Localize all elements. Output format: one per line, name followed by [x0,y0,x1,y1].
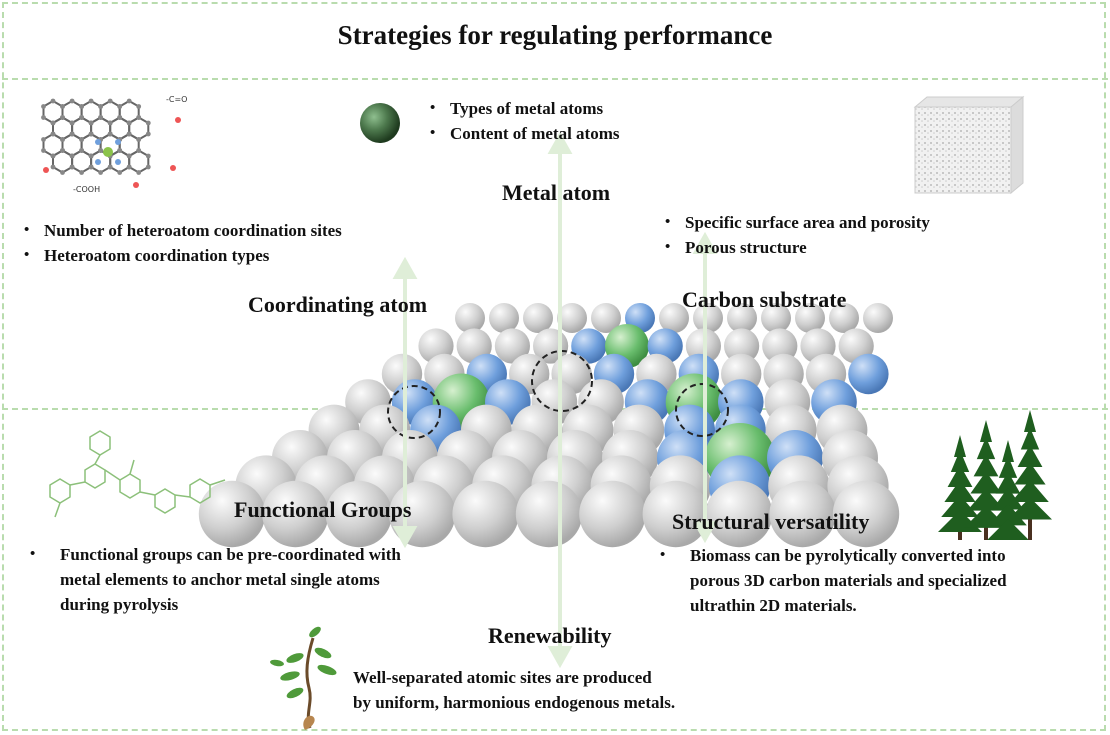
coordinating-atom-label: Coordinating atom [248,292,428,317]
nitrogen-atom [571,328,607,364]
carbon-atom [795,303,825,333]
structural-line: porous 3D carbon materials and specializ… [690,571,1007,590]
functional-groups-label: Functional Groups [234,497,412,522]
renew-line: Well-separated atomic sites are produced [353,668,652,687]
functional-line: during pyrolysis [60,595,179,614]
carbon-atom [706,480,773,548]
renew-line: by uniform, harmonious endogenous metals… [353,693,676,712]
carbon-atom [198,480,266,548]
coord-arrow-up [392,256,418,279]
pine-tree [987,440,1029,540]
renewability-text: Well-separated atomic sites are produced… [353,665,675,715]
functional-line: Functional groups can be pre-coordinated… [60,545,401,564]
carbon-atom [325,480,392,548]
pine-tree [964,420,1008,540]
structural-line: ultrathin 2D materials. [690,596,857,615]
carbon-atom [455,303,485,333]
carbon-atom [515,480,583,548]
carbon-atom [591,303,621,333]
carbon-bullets: Specific surface area and porosity Porou… [665,210,930,260]
pine-tree [1008,410,1052,540]
carbon-atom [557,303,587,333]
organic-molecule-illustration [49,430,226,518]
metal-bullets: Types of metal atoms Content of metal at… [430,96,620,146]
carbon-atom [642,480,709,548]
carbon-atom [832,480,900,548]
metal-atom-label: Metal atom [502,180,611,205]
pine-tree [938,435,982,540]
forest-illustration [938,410,1052,540]
functional-groups-text: • Functional groups can be pre-coordinat… [30,542,401,617]
carbon-atom [452,480,519,548]
structural-line: Biomass can be pyrolytically converted i… [690,546,1006,565]
carbon-atom [693,303,723,333]
carbon-bullet: Specific surface area and porosity [665,210,930,235]
structural-arrow-down [692,521,718,544]
title-divider [2,78,1108,80]
cooh-label: -COOH [73,185,100,194]
carbon-atom [659,303,689,333]
metal-bullet: Types of metal atoms [430,96,620,121]
carbon-atom [829,303,859,333]
renewability-label: Renewability [488,623,612,648]
plant-illustration [270,626,337,730]
metal-bullet: Content of metal atoms [430,121,619,146]
carbon-atom [761,303,791,333]
coord-bullet: Heteroatom coordination types [24,243,342,268]
metal-sphere-icon [360,103,400,143]
carbon-atom [769,480,836,548]
functional-arrow-down [392,526,418,549]
carbon-atom [489,303,519,333]
carbon-bullet: Porous structure [665,235,930,260]
renew-arrow-down [547,646,573,669]
carbon-atom [579,480,646,548]
structural-text: • Biomass can be pyrolytically converted… [630,543,1007,618]
coord-bullets: Number of heteroatom coordination sites … [24,218,342,268]
carbon-atom [724,328,760,364]
co-label: -C=O [166,95,187,104]
coord-bullet: Number of heteroatom coordination sites [24,218,342,243]
graphene-molecule-illustration: -COOH -C=O [41,95,187,194]
carbon-atom [494,328,530,364]
nitrogen-atom [848,353,889,395]
coordination-site-ring [387,385,441,439]
functional-line: metal elements to anchor metal single at… [60,570,380,589]
carbon-atom [262,480,329,548]
substrate-site-ring [675,383,729,437]
porous-cube-icon [913,95,1025,195]
structural-versatility-label: Structural versatility [672,509,870,534]
carbon-atom [523,303,553,333]
carbon-substrate-label: Carbon substrate [682,287,847,312]
diagram-title: Strategies for regulating performance [337,20,773,50]
carbon-atom [863,303,893,333]
carbon-atom [727,303,757,333]
